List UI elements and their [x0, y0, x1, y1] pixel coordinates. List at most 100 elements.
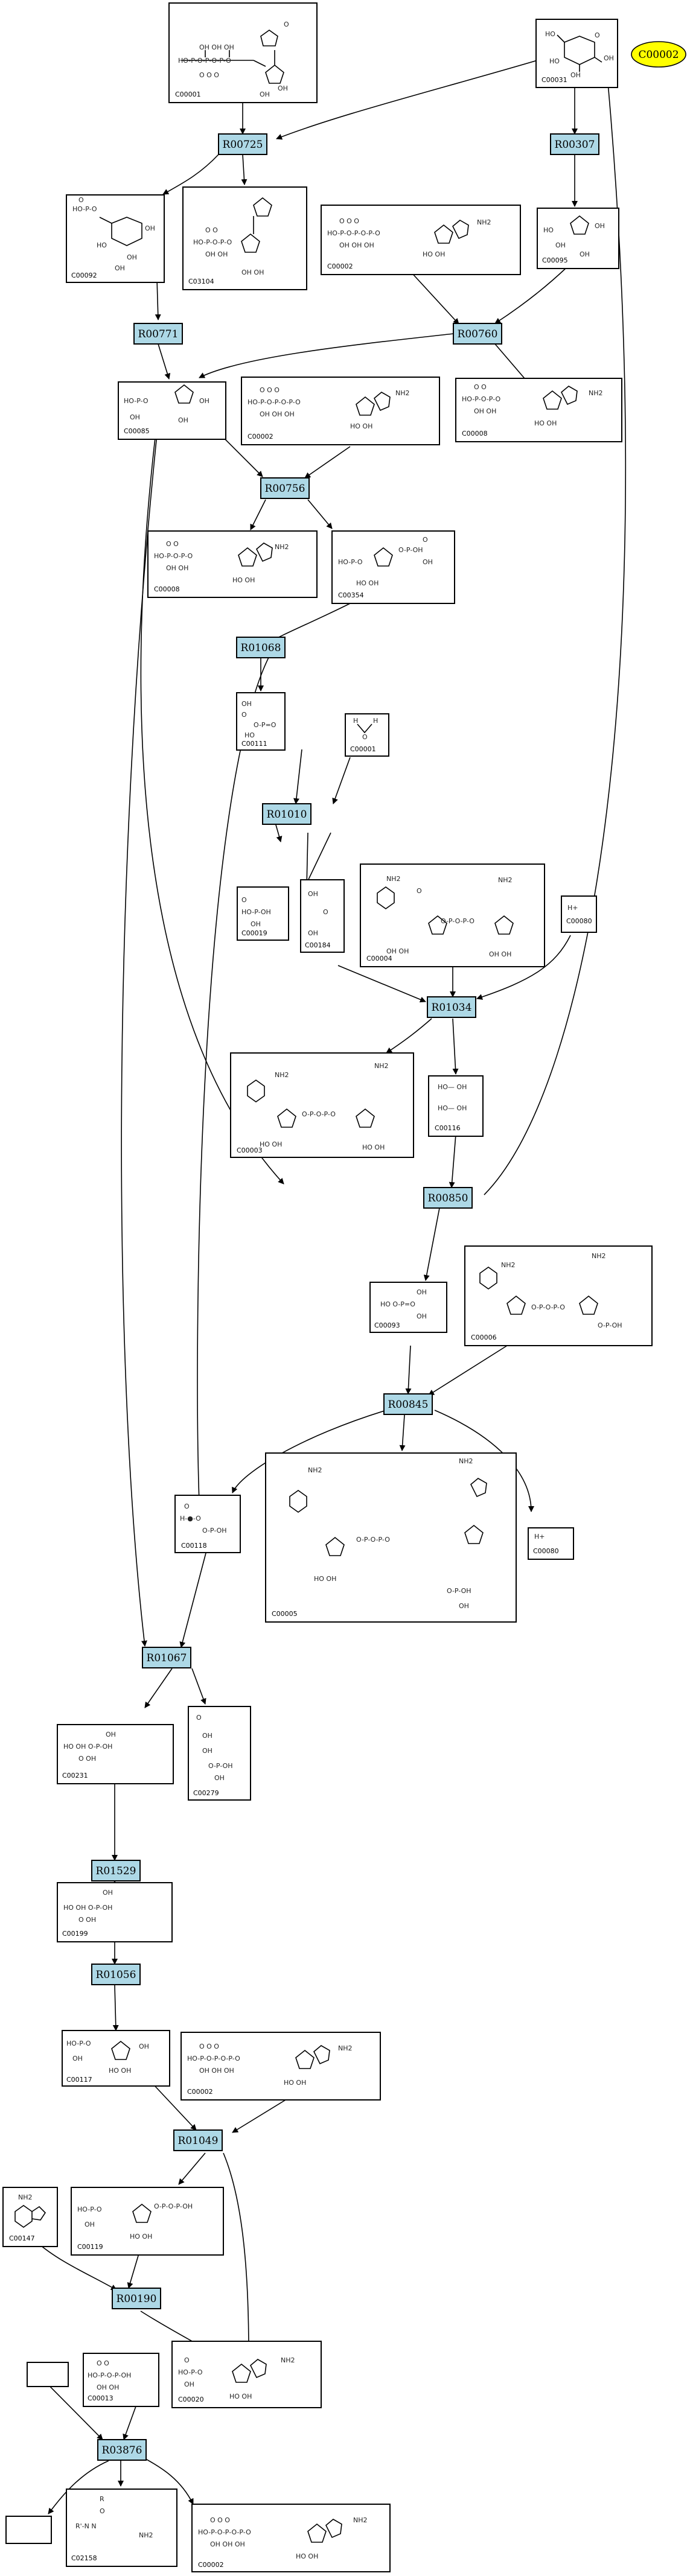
svg-text:OH: OH — [604, 54, 614, 62]
svg-text:OH: OH — [199, 397, 209, 405]
compound-node[interactable]: HO— OH HO— OH C00116 — [428, 1075, 484, 1137]
reaction-node[interactable]: R00771 — [133, 323, 183, 345]
reaction-node[interactable]: R00725 — [218, 133, 267, 155]
svg-text:OH: OH — [178, 416, 188, 424]
compound-node[interactable]: HO-P-O-P-O O O OH OH OH OH C03104 — [182, 186, 307, 290]
svg-text:HO-P-O-P-O: HO-P-O-P-O — [154, 552, 193, 560]
svg-text:HO-P-O-P-O: HO-P-O-P-O — [193, 238, 232, 246]
reaction-node[interactable]: R00760 — [453, 323, 502, 345]
compound-node[interactable]: OH O O-P=O HO C00111 — [236, 692, 286, 751]
svg-text:OH OH: OH OH — [97, 2384, 119, 2391]
compound-node[interactable]: HO-P-O-P-O O O OH OH NH2 HO OH C00008 — [455, 378, 622, 442]
compound-node[interactable]: NH2 O-P-O-P-O NH2 O-P-OH C00006 — [464, 1245, 653, 1346]
reaction-node[interactable]: R00845 — [383, 1393, 433, 1415]
svg-text:H+: H+ — [567, 904, 578, 912]
compound-node[interactable]: NH2 C00147 — [2, 2187, 58, 2247]
reaction-node[interactable]: R00307 — [550, 133, 599, 155]
svg-text:O-P-O-P-OH: O-P-O-P-OH — [154, 2202, 193, 2210]
svg-text:HO-P-O-P-O-P-O: HO-P-O-P-O-P-O — [248, 398, 301, 406]
compound-node[interactable]: O HO-P-OH OH C00019 — [237, 886, 289, 941]
compound-node[interactable]: HO-P-O-P-O O O OH OH NH2 HO OH C00008 — [147, 530, 318, 598]
svg-text:OH OH: OH OH — [205, 250, 228, 258]
compound-node[interactable]: HO-P-O O-P-O-P-OH OH HO OH C00119 — [71, 2187, 224, 2256]
svg-text:HO-P-O: HO-P-O — [338, 558, 363, 566]
svg-text:HO OH: HO OH — [356, 579, 379, 587]
compound-node-empty[interactable] — [27, 2362, 69, 2387]
compound-node[interactable]: NH2 O O-P-O-P-O NH2 OH OH OH OH C00004 — [360, 863, 545, 967]
compound-id: C00354 — [338, 591, 364, 599]
compound-node[interactable]: O O HO-P-O-P-OH OH OH C00013 — [83, 2353, 159, 2407]
compound-node[interactable]: OH O OH C00184 — [300, 879, 345, 953]
svg-text:OH: OH — [127, 253, 137, 261]
reaction-node[interactable]: R01034 — [427, 996, 476, 1018]
compound-node[interactable]: H H O C00001 — [345, 713, 389, 757]
reaction-node[interactable]: R01067 — [142, 1647, 191, 1668]
compound-node[interactable]: HO-P-O O OH NH2 HO OH C00020 — [171, 2341, 322, 2408]
svg-text:HO: HO — [545, 30, 555, 38]
compound-node-empty[interactable] — [5, 2516, 52, 2544]
svg-text:OH: OH — [308, 890, 318, 898]
reaction-node[interactable]: R01056 — [91, 1964, 141, 1985]
svg-text:O-P-OH: O-P-OH — [447, 1587, 471, 1595]
svg-text:O O: O O — [166, 540, 179, 548]
reaction-node[interactable]: R01068 — [236, 637, 286, 658]
compound-id: C00117 — [66, 2076, 92, 2084]
reaction-node[interactable]: R00756 — [260, 477, 310, 499]
compound-node[interactable]: HO-P-O-P-O-P-O O O O OH OH OH NH2 HO OH … — [191, 2504, 391, 2572]
svg-text:HO-P-O-P-OH: HO-P-O-P-OH — [88, 2371, 131, 2379]
svg-text:O O O: O O O — [339, 217, 359, 225]
svg-text:O: O — [100, 2507, 105, 2515]
compound-node[interactable]: H+ C00080 — [528, 1527, 574, 1560]
svg-text:HO— OH: HO— OH — [438, 1083, 467, 1091]
svg-text:HO OH: HO OH — [534, 419, 557, 427]
reaction-node[interactable]: R01049 — [173, 2129, 223, 2151]
compound-node[interactable]: HO-P-O-P-O-P-O O O O OH OH OH NH2 HO OH … — [321, 205, 521, 275]
reaction-node[interactable]: R00850 — [423, 1187, 473, 1209]
compound-node[interactable]: HO OH OH OH C00095 — [537, 208, 619, 269]
compound-node[interactable]: H+ C00080 — [561, 895, 597, 933]
compound-id: C00013 — [88, 2394, 113, 2402]
compound-node[interactable]: HO-P-O-P-O-P-O O O O OH OH OH NH2 HO OH … — [241, 377, 440, 445]
svg-text:HO-P-O-P-O-P-O: HO-P-O-P-O-P-O — [187, 2055, 240, 2062]
svg-text:HO OH: HO OH — [229, 2393, 252, 2400]
reaction-label: R01067 — [147, 1652, 187, 1664]
compound-node[interactable]: HO-P-O O OH HO OH OH C00092 — [66, 194, 165, 283]
compound-node[interactable]: OH HO O-P=O OH C00093 — [369, 1282, 447, 1333]
compound-node[interactable]: HO-P-O-P-O-P-O OH OH OH O O O O OH OH C0… — [168, 2, 318, 103]
compound-node[interactable]: OH HO OH O-P-OH O OH C00199 — [57, 1882, 173, 1942]
compound-node[interactable]: HO O OH HO OH C00031 — [535, 19, 618, 88]
compound-id: C00003 — [237, 1146, 263, 1154]
svg-text:HO OH: HO OH — [109, 2067, 131, 2075]
reaction-label: R00756 — [265, 483, 305, 495]
reaction-node[interactable]: R01529 — [91, 1860, 141, 1881]
svg-text:R'-N N: R'-N N — [75, 2522, 97, 2530]
svg-text:O O O: O O O — [210, 2516, 230, 2524]
svg-text:H: H — [373, 717, 378, 725]
svg-text:OH: OH — [580, 250, 590, 258]
svg-text:OH: OH — [423, 558, 433, 566]
compound-node[interactable]: O H-●-O O-P-OH C00118 — [174, 1495, 241, 1553]
compound-node[interactable]: OH HO OH O-P-OH O OH C00231 — [57, 1724, 174, 1784]
compound-node[interactable]: O OH OH O-P-OH OH C00279 — [188, 1706, 251, 1801]
reaction-node[interactable]: R00190 — [112, 2288, 161, 2309]
svg-text:OH: OH — [145, 224, 155, 232]
svg-text:HO: HO — [97, 241, 107, 249]
compound-node[interactable]: NH2 O-P-O-P-O NH2 HO OH O-P-OH OH C00005 — [265, 1452, 517, 1623]
reaction-node[interactable]: R03876 — [97, 2439, 147, 2461]
compound-node[interactable]: NH2 O-P-O-P-O NH2 HO OH HO OH C00003 — [230, 1052, 414, 1158]
reaction-label: R00845 — [388, 1399, 429, 1411]
compound-node[interactable]: HO-P-O OH OH HO OH C00117 — [62, 2030, 170, 2087]
reaction-node[interactable]: R01010 — [262, 803, 311, 825]
svg-text:HO OH: HO OH — [130, 2233, 152, 2240]
compound-node[interactable]: HO-P-O-P-O-P-O O O O OH OH OH NH2 HO OH … — [180, 2032, 381, 2101]
compound-node[interactable]: HO-P-O OH OH OH C00085 — [118, 381, 226, 440]
svg-text:OH: OH — [278, 84, 288, 92]
svg-text:OH: OH — [103, 1889, 113, 1897]
compound-node[interactable]: HO-P-O O-P-OH O OH HO OH C00354 — [331, 530, 455, 604]
highlight-node[interactable]: C00002 — [631, 41, 686, 68]
compound-node[interactable]: R O R'-N N NH2 C02158 — [66, 2489, 177, 2567]
svg-text:NH2: NH2 — [281, 2356, 295, 2364]
svg-text:O-P-O-P-O: O-P-O-P-O — [441, 917, 474, 925]
compound-id: C00116 — [435, 1124, 461, 1132]
